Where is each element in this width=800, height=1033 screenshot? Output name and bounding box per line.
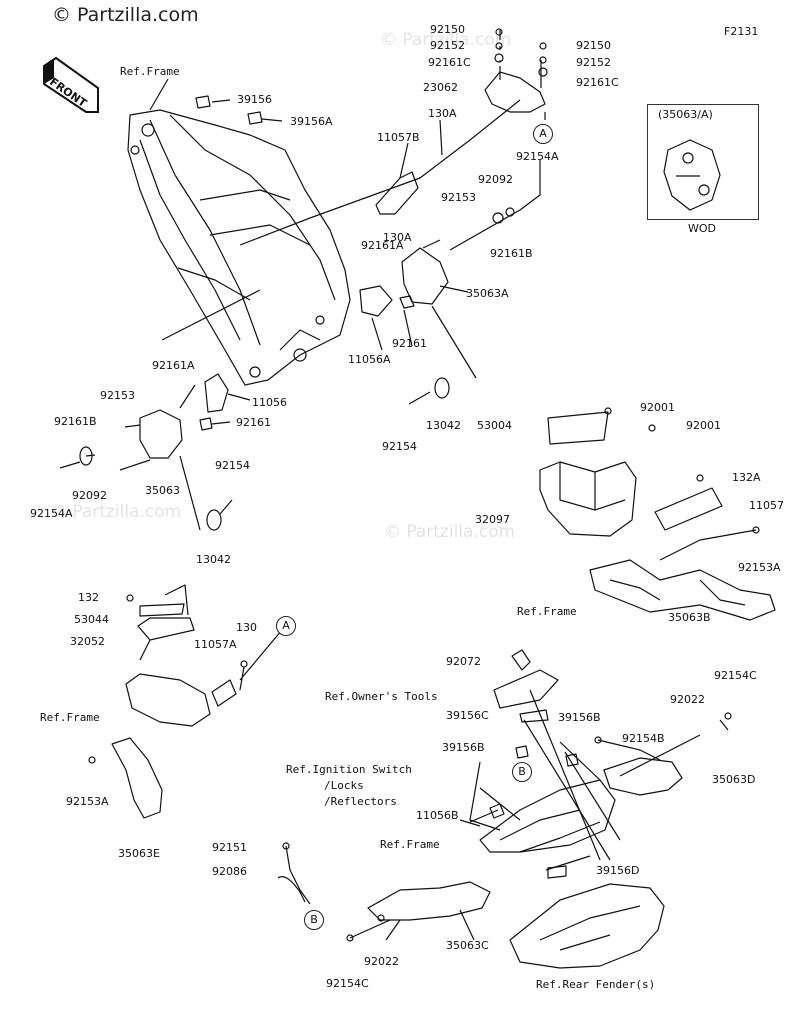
part-number: 23062 [423, 81, 458, 94]
part-number: 39156 [237, 93, 272, 106]
part-number: 92150 [576, 39, 611, 52]
part-number: 92153A [66, 795, 109, 808]
part-number: 11056 [252, 396, 287, 409]
ref-label: Ref.Frame [40, 711, 100, 724]
part-number: 132A [732, 471, 761, 484]
callout-a: A [276, 616, 296, 636]
part-number: 11056A [348, 353, 391, 366]
part-number: 92161C [576, 76, 619, 89]
part-number: 92161A [152, 359, 195, 372]
part-number: 92161C [428, 56, 471, 69]
part-number: 53044 [74, 613, 109, 626]
part-number: 92001 [640, 401, 675, 414]
part-number: 39156B [442, 741, 485, 754]
part-number: 92154 [215, 459, 250, 472]
part-number: 39156D [596, 864, 640, 877]
watermark: © Partzilla.com [380, 30, 512, 50]
part-number: 130A [383, 231, 412, 244]
part-number: 92092 [72, 489, 107, 502]
part-number: 92072 [446, 655, 481, 668]
part-number: 35063 [145, 484, 180, 497]
part-number: 35063C [446, 939, 489, 952]
ref-label: Ref.Frame [380, 838, 440, 851]
part-number: 39156C [446, 709, 489, 722]
part-number: 92161A [361, 239, 404, 252]
inset-title: (35063/A) [658, 108, 713, 121]
part-number: 92092 [478, 173, 513, 186]
part-number: 130A [428, 107, 457, 120]
callout-a: A [533, 124, 553, 144]
ref-label: /Reflectors [324, 795, 397, 808]
part-number: 92154C [714, 669, 757, 682]
callout-b: B [304, 910, 324, 930]
part-number: 35063D [712, 773, 756, 786]
part-number: 132 [78, 591, 99, 604]
part-number: 92161B [54, 415, 97, 428]
part-number: 39156B [558, 711, 601, 724]
part-number: 92153 [100, 389, 135, 402]
part-number: 11056B [416, 809, 459, 822]
part-number: 35063A [466, 287, 509, 300]
callout-b: B [512, 762, 532, 782]
part-number: 39156A [290, 115, 333, 128]
ref-label: /Locks [324, 779, 364, 792]
part-number: 92154 [382, 440, 417, 453]
part-number: 92151 [212, 841, 247, 854]
brand-logo-text: © Partzilla.com [52, 4, 199, 26]
part-number: 92153A [738, 561, 781, 574]
watermark: © Partzilla.com [50, 502, 182, 522]
part-number: 11057 [749, 499, 784, 512]
part-number: 92001 [686, 419, 721, 432]
part-number: 53004 [477, 419, 512, 432]
part-number: 92152 [576, 56, 611, 69]
part-number: 13042 [196, 553, 231, 566]
part-number: 92086 [212, 865, 247, 878]
part-number: 32097 [475, 513, 510, 526]
ref-label: Ref.Owner's Tools [325, 690, 438, 703]
inset-box: (35063/A) WOD [647, 104, 759, 235]
part-number: 92161 [392, 337, 427, 350]
part-number: 130 [236, 621, 257, 634]
part-number: 92154C [326, 977, 369, 990]
part-number: 11057A [194, 638, 237, 651]
watermark: © Partzilla.com [384, 522, 516, 542]
part-number: 92154A [30, 507, 73, 520]
part-number: 32052 [70, 635, 105, 648]
main-frame [127, 109, 351, 386]
part-number: 92154A [516, 150, 559, 163]
ref-label: Ref.Frame [517, 605, 577, 618]
ref-label: Ref.Rear Fender(s) [536, 978, 656, 991]
part-number: 92152 [430, 39, 465, 52]
part-number: 35063E [118, 847, 160, 860]
part-number: 92154B [622, 732, 665, 745]
part-number: 92161B [490, 247, 533, 260]
part-number: 92153 [441, 191, 476, 204]
ref-label: Ref.Frame [120, 65, 180, 78]
part-number: 92161 [236, 416, 271, 429]
front-arrow-icon [43, 56, 99, 113]
part-number: 92150 [430, 23, 465, 36]
part-number: 92022 [670, 693, 705, 706]
part-number: 92022 [364, 955, 399, 968]
part-number: 11057B [377, 131, 420, 144]
inset-caption: WOD [688, 222, 717, 235]
part-number: 13042 [426, 419, 461, 432]
ref-label: Ref.Ignition Switch [286, 763, 412, 776]
figure-code: F2131 [724, 25, 759, 38]
part-number: 35063B [668, 611, 711, 624]
